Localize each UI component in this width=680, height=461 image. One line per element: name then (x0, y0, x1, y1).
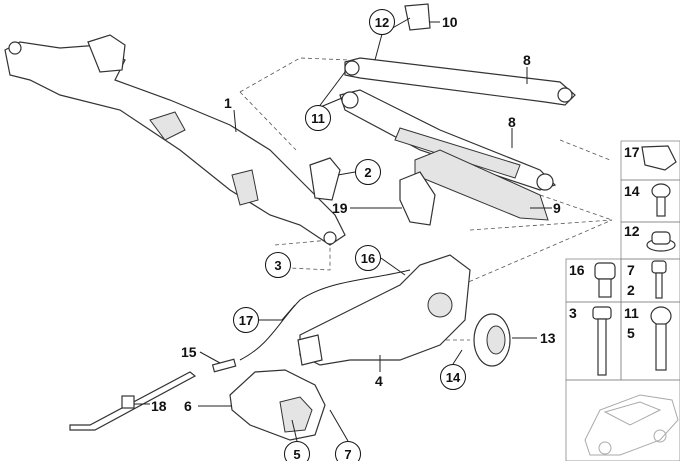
axle-carrier-part (4, 34, 346, 246)
callout-10: 10 (442, 14, 458, 30)
sensor-part-15 (211, 358, 237, 373)
callout-13: 13 (540, 330, 556, 346)
panel-label-16: 16 (569, 262, 585, 278)
bolt-part-16 (594, 262, 616, 298)
bolt-part-3 (592, 306, 612, 376)
callout-8-lower: 8 (508, 114, 516, 130)
callout-6: 6 (184, 398, 192, 414)
stabilizer-link-part (69, 371, 197, 431)
callout-2: 2 (355, 159, 381, 185)
nut-part-12 (646, 231, 676, 252)
rubber-mount-part (229, 369, 326, 441)
bolt-part-14 (651, 183, 671, 217)
vehicle-thumbnail (584, 394, 679, 456)
callout-15: 15 (181, 344, 197, 360)
callout-17: 17 (233, 307, 259, 333)
panel-label-3: 3 (569, 305, 577, 321)
panel-label-17: 17 (624, 144, 640, 160)
callout-11: 11 (305, 105, 331, 131)
callout-14: 14 (440, 364, 466, 390)
callout-19: 19 (332, 200, 348, 216)
clamp-part-18 (121, 395, 135, 409)
callout-1: 1 (224, 95, 232, 111)
parts-panel-frame (565, 140, 680, 461)
bolt-part-11-5 (650, 306, 672, 371)
panel-label-5: 5 (627, 325, 635, 341)
control-arm-upper (344, 57, 576, 106)
panel-label-7: 7 (627, 262, 635, 278)
callout-5: 5 (284, 441, 310, 461)
wheel-hub-part (473, 313, 511, 367)
callout-3: 3 (265, 252, 291, 278)
callout-9: 9 (553, 200, 561, 216)
callout-12: 12 (369, 9, 395, 35)
control-arm-lower (339, 89, 557, 191)
clip-part-17 (641, 145, 677, 171)
bolt-part-7-2 (651, 260, 667, 299)
callout-16: 16 (355, 245, 381, 271)
callout-4: 4 (375, 373, 383, 389)
panel-label-14: 14 (624, 183, 640, 199)
callout-8-upper: 8 (523, 52, 531, 68)
callout-7: 7 (335, 441, 361, 461)
trailing-arm-part (297, 254, 471, 366)
bracket-part-10 (404, 3, 431, 31)
cover-part-19 (399, 171, 436, 226)
bracket-part (309, 157, 341, 201)
panel-label-12: 12 (624, 223, 640, 239)
panel-label-11: 11 (624, 305, 639, 321)
panel-label-2: 2 (627, 282, 635, 298)
callout-18: 18 (151, 398, 167, 414)
